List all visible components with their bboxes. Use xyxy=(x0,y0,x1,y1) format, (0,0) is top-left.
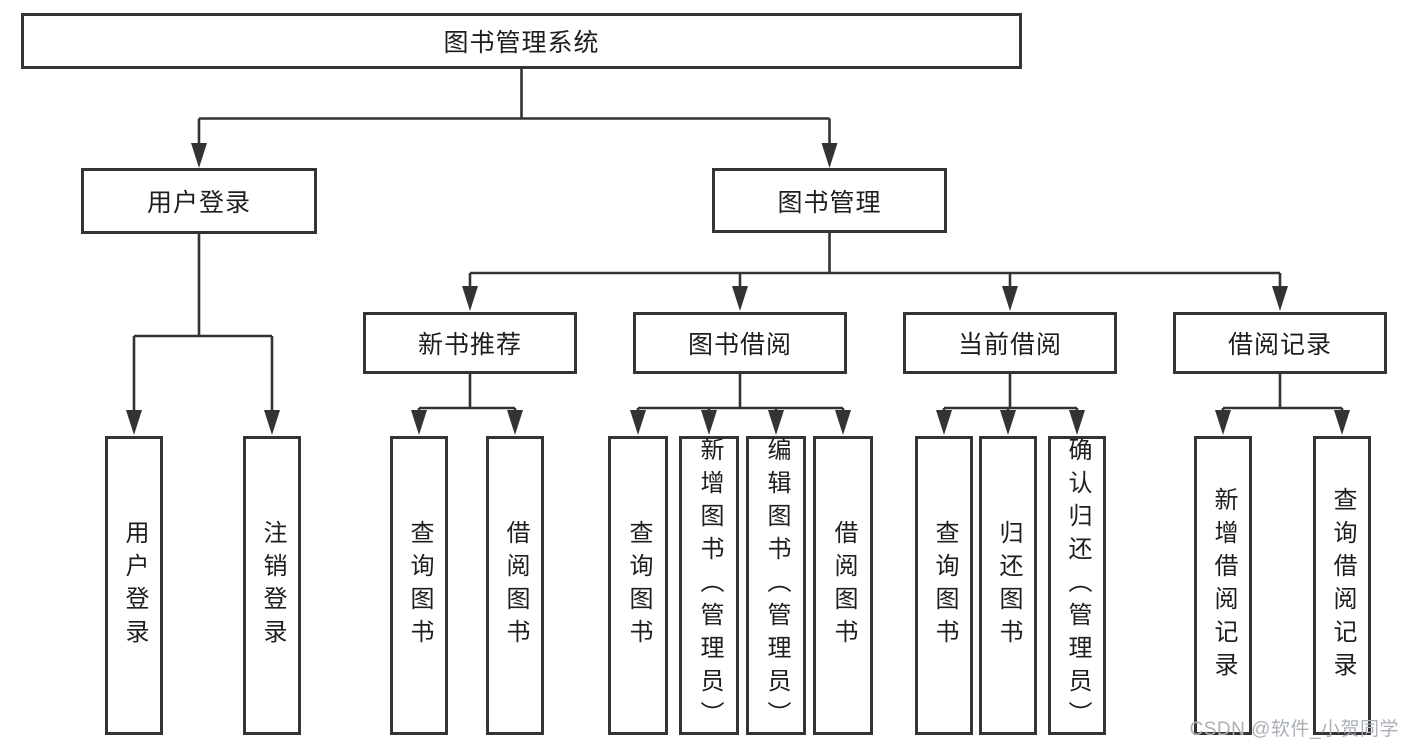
leaf-query-books-recommend: 查询图书 xyxy=(390,436,448,735)
leaf-edit-books-admin: 编辑图书（管理员） xyxy=(746,436,806,735)
csdn-watermark: CSDN @软件_小贺同学 xyxy=(1189,719,1399,740)
node-current-borrowing-label: 当前借阅 xyxy=(957,331,1062,359)
leaf-query-books-recommend-label: 查询图书 xyxy=(406,519,433,652)
leaf-query-borrow-record-label: 查询借阅记录 xyxy=(1329,486,1356,685)
leaf-logout-label: 注销登录 xyxy=(259,519,286,652)
leaf-borrow-books-recommend-label: 借阅图书 xyxy=(502,519,529,652)
leaf-query-books-borrowing-label: 查询图书 xyxy=(625,519,652,652)
leaf-confirm-return-admin-label: 确认归还（管理员） xyxy=(1064,437,1091,734)
node-book-borrowing-label: 图书借阅 xyxy=(687,331,792,359)
leaf-query-borrow-record: 查询借阅记录 xyxy=(1313,436,1371,735)
leaf-logout: 注销登录 xyxy=(243,436,301,735)
node-new-book-recommend-label: 新书推荐 xyxy=(417,331,522,359)
leaf-query-books-current-label: 查询图书 xyxy=(931,519,958,652)
arrowheads xyxy=(126,143,1350,435)
node-book-management-branch: 图书管理 xyxy=(712,168,947,233)
leaf-return-books-label: 归还图书 xyxy=(995,519,1022,652)
node-user-login-branch: 用户登录 xyxy=(81,168,317,234)
node-borrow-records: 借阅记录 xyxy=(1173,312,1387,374)
node-root-system: 图书管理系统 xyxy=(21,13,1022,69)
node-book-borrowing: 图书借阅 xyxy=(633,312,847,374)
node-new-book-recommend: 新书推荐 xyxy=(363,312,577,374)
leaf-borrow-books-borrowing: 借阅图书 xyxy=(813,436,873,735)
node-book-management-branch-label: 图书管理 xyxy=(777,188,882,217)
leaf-user-login: 用户登录 xyxy=(105,436,163,735)
leaf-add-books-admin: 新增图书（管理员） xyxy=(679,436,739,735)
leaf-add-borrow-record: 新增借阅记录 xyxy=(1194,436,1252,735)
leaf-edit-books-admin-label: 编辑图书（管理员） xyxy=(763,437,790,734)
leaf-borrow-books-recommend: 借阅图书 xyxy=(486,436,544,735)
leaf-borrow-books-borrowing-label: 借阅图书 xyxy=(830,519,857,652)
leaf-add-borrow-record-label: 新增借阅记录 xyxy=(1210,486,1237,685)
node-user-login-branch-label: 用户登录 xyxy=(146,189,251,217)
leaf-query-books-borrowing: 查询图书 xyxy=(608,436,668,735)
node-borrow-records-label: 借阅记录 xyxy=(1227,331,1332,359)
leaf-confirm-return-admin: 确认归还（管理员） xyxy=(1048,436,1106,735)
leaf-query-books-current: 查询图书 xyxy=(915,436,973,735)
connector-strokes xyxy=(132,69,1344,414)
leaf-return-books: 归还图书 xyxy=(979,436,1037,735)
leaf-add-books-admin-label: 新增图书（管理员） xyxy=(696,437,723,734)
node-root-label: 图书管理系统 xyxy=(443,29,600,57)
leaf-user-login-label: 用户登录 xyxy=(121,519,148,652)
node-current-borrowing: 当前借阅 xyxy=(903,312,1117,374)
